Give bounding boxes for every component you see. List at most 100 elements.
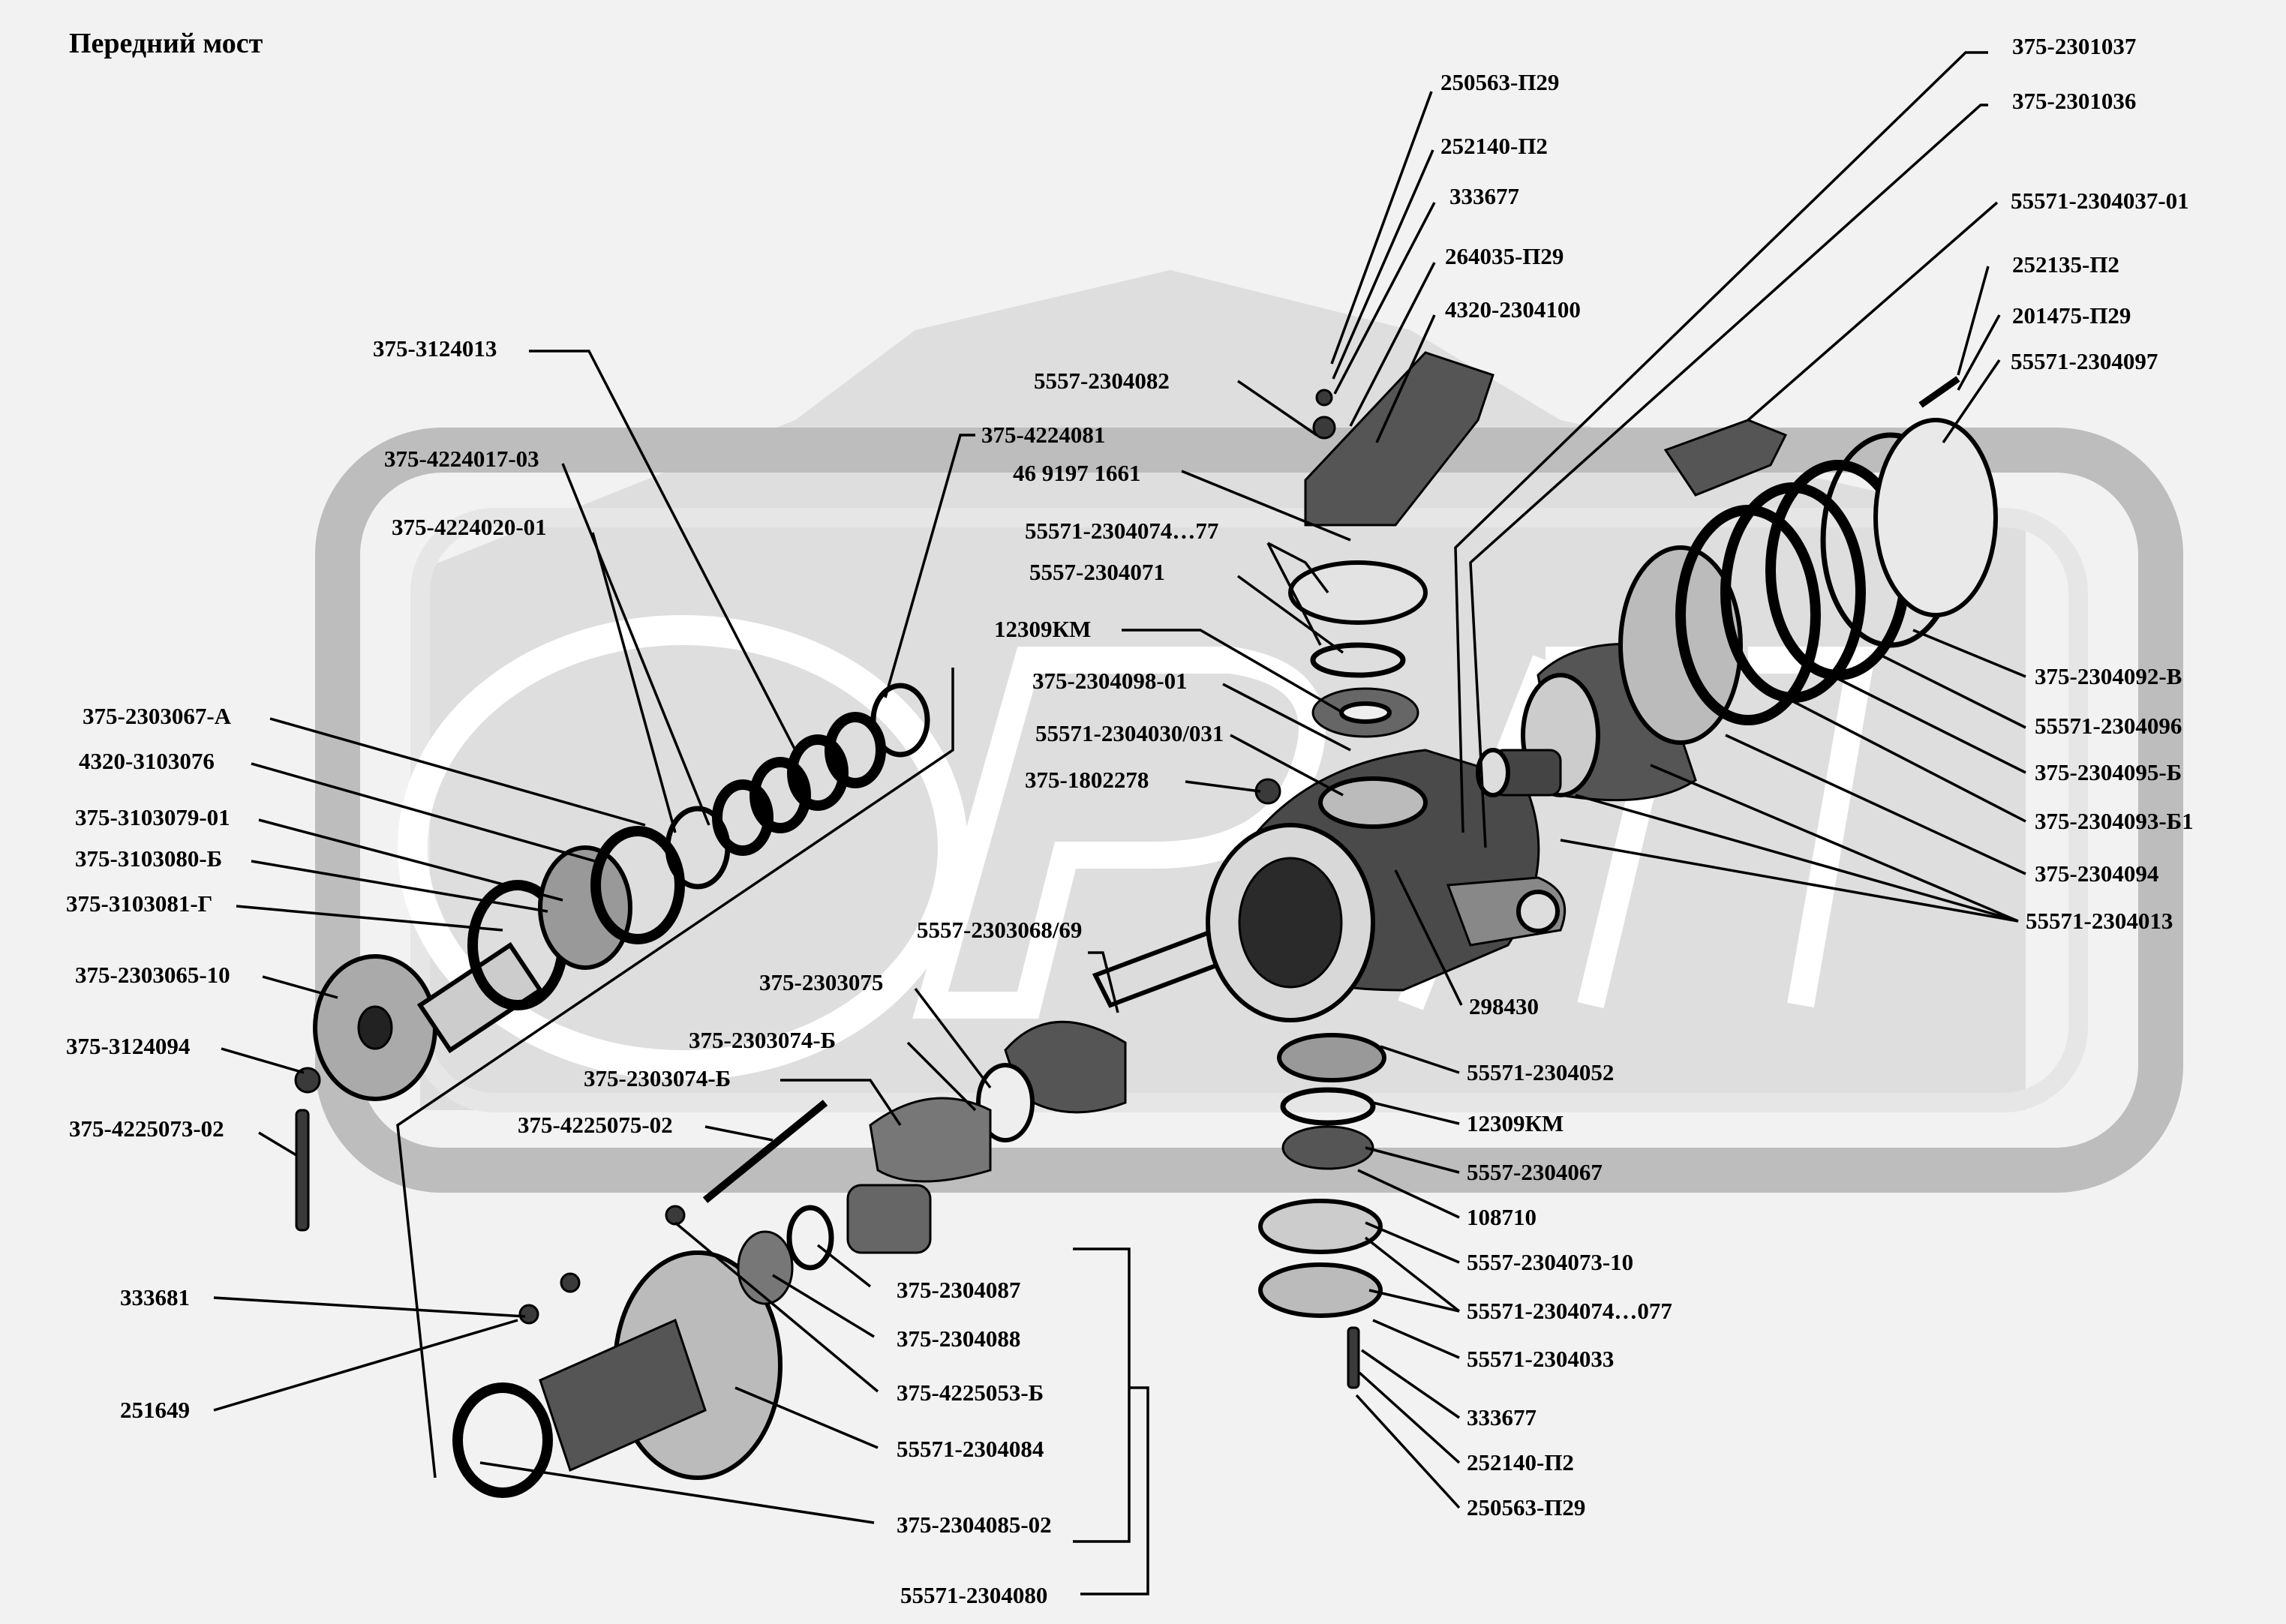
label-252140-p2-top: 252140-П2 — [1440, 133, 1548, 159]
hub-body — [539, 1318, 707, 1472]
label-5557-2304067: 5557-2304067 — [1467, 1159, 1603, 1185]
leader-375-2304085-02 — [479, 1461, 875, 1524]
label-375-3103079-01: 375-3103079-01 — [75, 804, 230, 830]
upper-plate — [1288, 560, 1428, 625]
lower-bearing — [1281, 1125, 1374, 1170]
leader-375-2303074-b-2 — [780, 1079, 902, 1126]
label-4320-3103076: 4320-3103076 — [79, 748, 215, 774]
label-375-2304088: 375-2304088 — [897, 1325, 1020, 1352]
right-bolt — [1918, 376, 1960, 408]
label-375-4224017-03: 375-4224017-03 — [384, 446, 539, 472]
label-55571-2304097: 55571-2304097 — [2011, 348, 2158, 374]
lower-plate-1 — [1258, 1199, 1383, 1254]
leader-375-4225073-02 — [258, 1131, 297, 1157]
leader-375-2304094 — [1725, 734, 2026, 875]
leader-375-3103080-b — [251, 860, 548, 913]
left-ring-7 — [825, 712, 886, 788]
watermark-frame-outer — [315, 428, 2183, 1193]
leader-55571-2304096 — [1875, 651, 2026, 729]
leader-252140-p2-top — [1332, 149, 1434, 380]
label-375-4225073-02: 375-4225073-02 — [69, 1115, 224, 1142]
bracket-55571-2304080 — [1073, 1247, 1131, 1543]
hub-nut-small — [518, 1304, 539, 1325]
leader-5557-2304082 — [1237, 380, 1317, 437]
upper-bearing-race — [1339, 701, 1392, 724]
hub-bushing — [737, 1230, 794, 1305]
label-4320-2304100: 4320-2304100 — [1445, 296, 1581, 323]
right-cover — [1873, 418, 1998, 617]
label-298430: 298430 — [1469, 993, 1539, 1019]
leader-375-4224081 — [884, 434, 975, 698]
watermark-gear-shape — [420, 270, 2026, 1110]
leader-55571-2304074-077-b — [1368, 1289, 1460, 1313]
leader-375-3103079-01 — [258, 818, 563, 902]
leader-5557-2304073-10 — [1365, 1221, 1460, 1264]
left-bearing — [538, 845, 632, 970]
label-375-2304093-b1: 375-2304093-Б1 — [2035, 808, 2194, 834]
cv-joint-yoke — [869, 1097, 992, 1183]
hub-seal-ring — [786, 1205, 834, 1271]
left-stud — [295, 1109, 310, 1232]
leader-375-2304088 — [772, 1274, 875, 1338]
callout-labels: 250563-П29 252140-П2 333677 264035-П29 4… — [66, 33, 2194, 1608]
leader-4320-3103076 — [251, 762, 601, 864]
lower-bolt — [1347, 1326, 1360, 1389]
leader-55571-2304074-77-b — [1266, 542, 1322, 646]
leader-375-4225075-02 — [704, 1125, 774, 1142]
leader-375-3124013 — [529, 350, 797, 751]
label-5557-2303068-69: 5557-2303068/69 — [917, 917, 1082, 943]
leader-55571-2304013-a — [1650, 764, 2019, 923]
lower-plate-2 — [1258, 1262, 1383, 1318]
label-55571-2304080: 55571-2304080 — [900, 1582, 1047, 1608]
label-46-9197-1661: 46 9197 1661 — [1013, 460, 1141, 486]
arm-end-ball — [1516, 890, 1560, 933]
label-5557-2304082: 5557-2304082 — [1034, 368, 1170, 394]
label-55571-2304013: 55571-2304013 — [2026, 908, 2173, 934]
long-pin — [702, 1100, 828, 1203]
label-201475-p29: 201475-П29 — [2012, 302, 2131, 329]
hub-cap-ring — [452, 1382, 553, 1498]
label-251649: 251649 — [120, 1397, 190, 1423]
label-250563-p29-bottom: 250563-П29 — [1467, 1494, 1585, 1520]
leader-375-3103081-g — [236, 905, 503, 932]
leader-375-2301037 — [1454, 51, 1988, 833]
label-5557-2304071: 5557-2304071 — [1029, 559, 1165, 585]
lower-seal — [1277, 1033, 1386, 1082]
label-375-2304085-02: 375-2304085-02 — [897, 1511, 1052, 1538]
leader-12309km-bottom — [1372, 1101, 1460, 1125]
housing-flange-inner — [1238, 857, 1343, 989]
label-375-3103081-g: 375-3103081-Г — [66, 890, 212, 917]
label-55571-2304052: 55571-2304052 — [1467, 1059, 1614, 1085]
spindle-end — [1476, 748, 1510, 797]
leader-375-4224017-03 — [561, 463, 710, 826]
leader-55571-2304074-077-a — [1364, 1236, 1461, 1313]
leader-55571-2304037-01 — [1747, 201, 1999, 422]
label-12309km-top: 12309КМ — [994, 616, 1091, 642]
leader-46-9197-1661 — [1181, 470, 1351, 542]
label-55571-2304074-077: 55571-2304074…077 — [1467, 1298, 1672, 1324]
label-375-4224020-01: 375-4224020-01 — [392, 514, 547, 540]
label-250563-p29-top: 250563-П29 — [1440, 69, 1559, 95]
leader-333677-top — [1333, 202, 1436, 395]
label-55571-2304074-77: 55571-2304074…77 — [1025, 518, 1218, 544]
leader-375-2303065-10 — [262, 975, 338, 999]
housing-top-opening — [1318, 776, 1428, 829]
label-375-2304098-01: 375-2304098-01 — [1032, 668, 1188, 694]
leader-375-2304087 — [816, 1244, 872, 1288]
label-375-4225053-b: 375-4225053-Б — [897, 1379, 1044, 1406]
label-375-2304095-b: 375-2304095-Б — [2035, 759, 2182, 785]
leader-333677-bottom — [1361, 1349, 1460, 1419]
label-252135-p2: 252135-П2 — [2012, 251, 2119, 278]
left-ring-2 — [590, 826, 685, 944]
label-375-4225075-02: 375-4225075-02 — [518, 1112, 673, 1138]
watermark — [315, 270, 2183, 1193]
hub-bolt-small — [560, 1272, 581, 1293]
label-264035-p29: 264035-П29 — [1445, 243, 1564, 269]
cv-joint — [1004, 1020, 1127, 1114]
label-375-3103080-b: 375-3103080-Б — [75, 845, 222, 872]
label-375-4224081: 375-4224081 — [981, 422, 1105, 448]
leader-55571-2304052 — [1380, 1045, 1460, 1074]
label-375-2303074-b-1: 375-2303074-Б — [689, 1027, 836, 1053]
leader-375-2303067-a — [269, 717, 646, 827]
leader-108710 — [1357, 1169, 1460, 1219]
